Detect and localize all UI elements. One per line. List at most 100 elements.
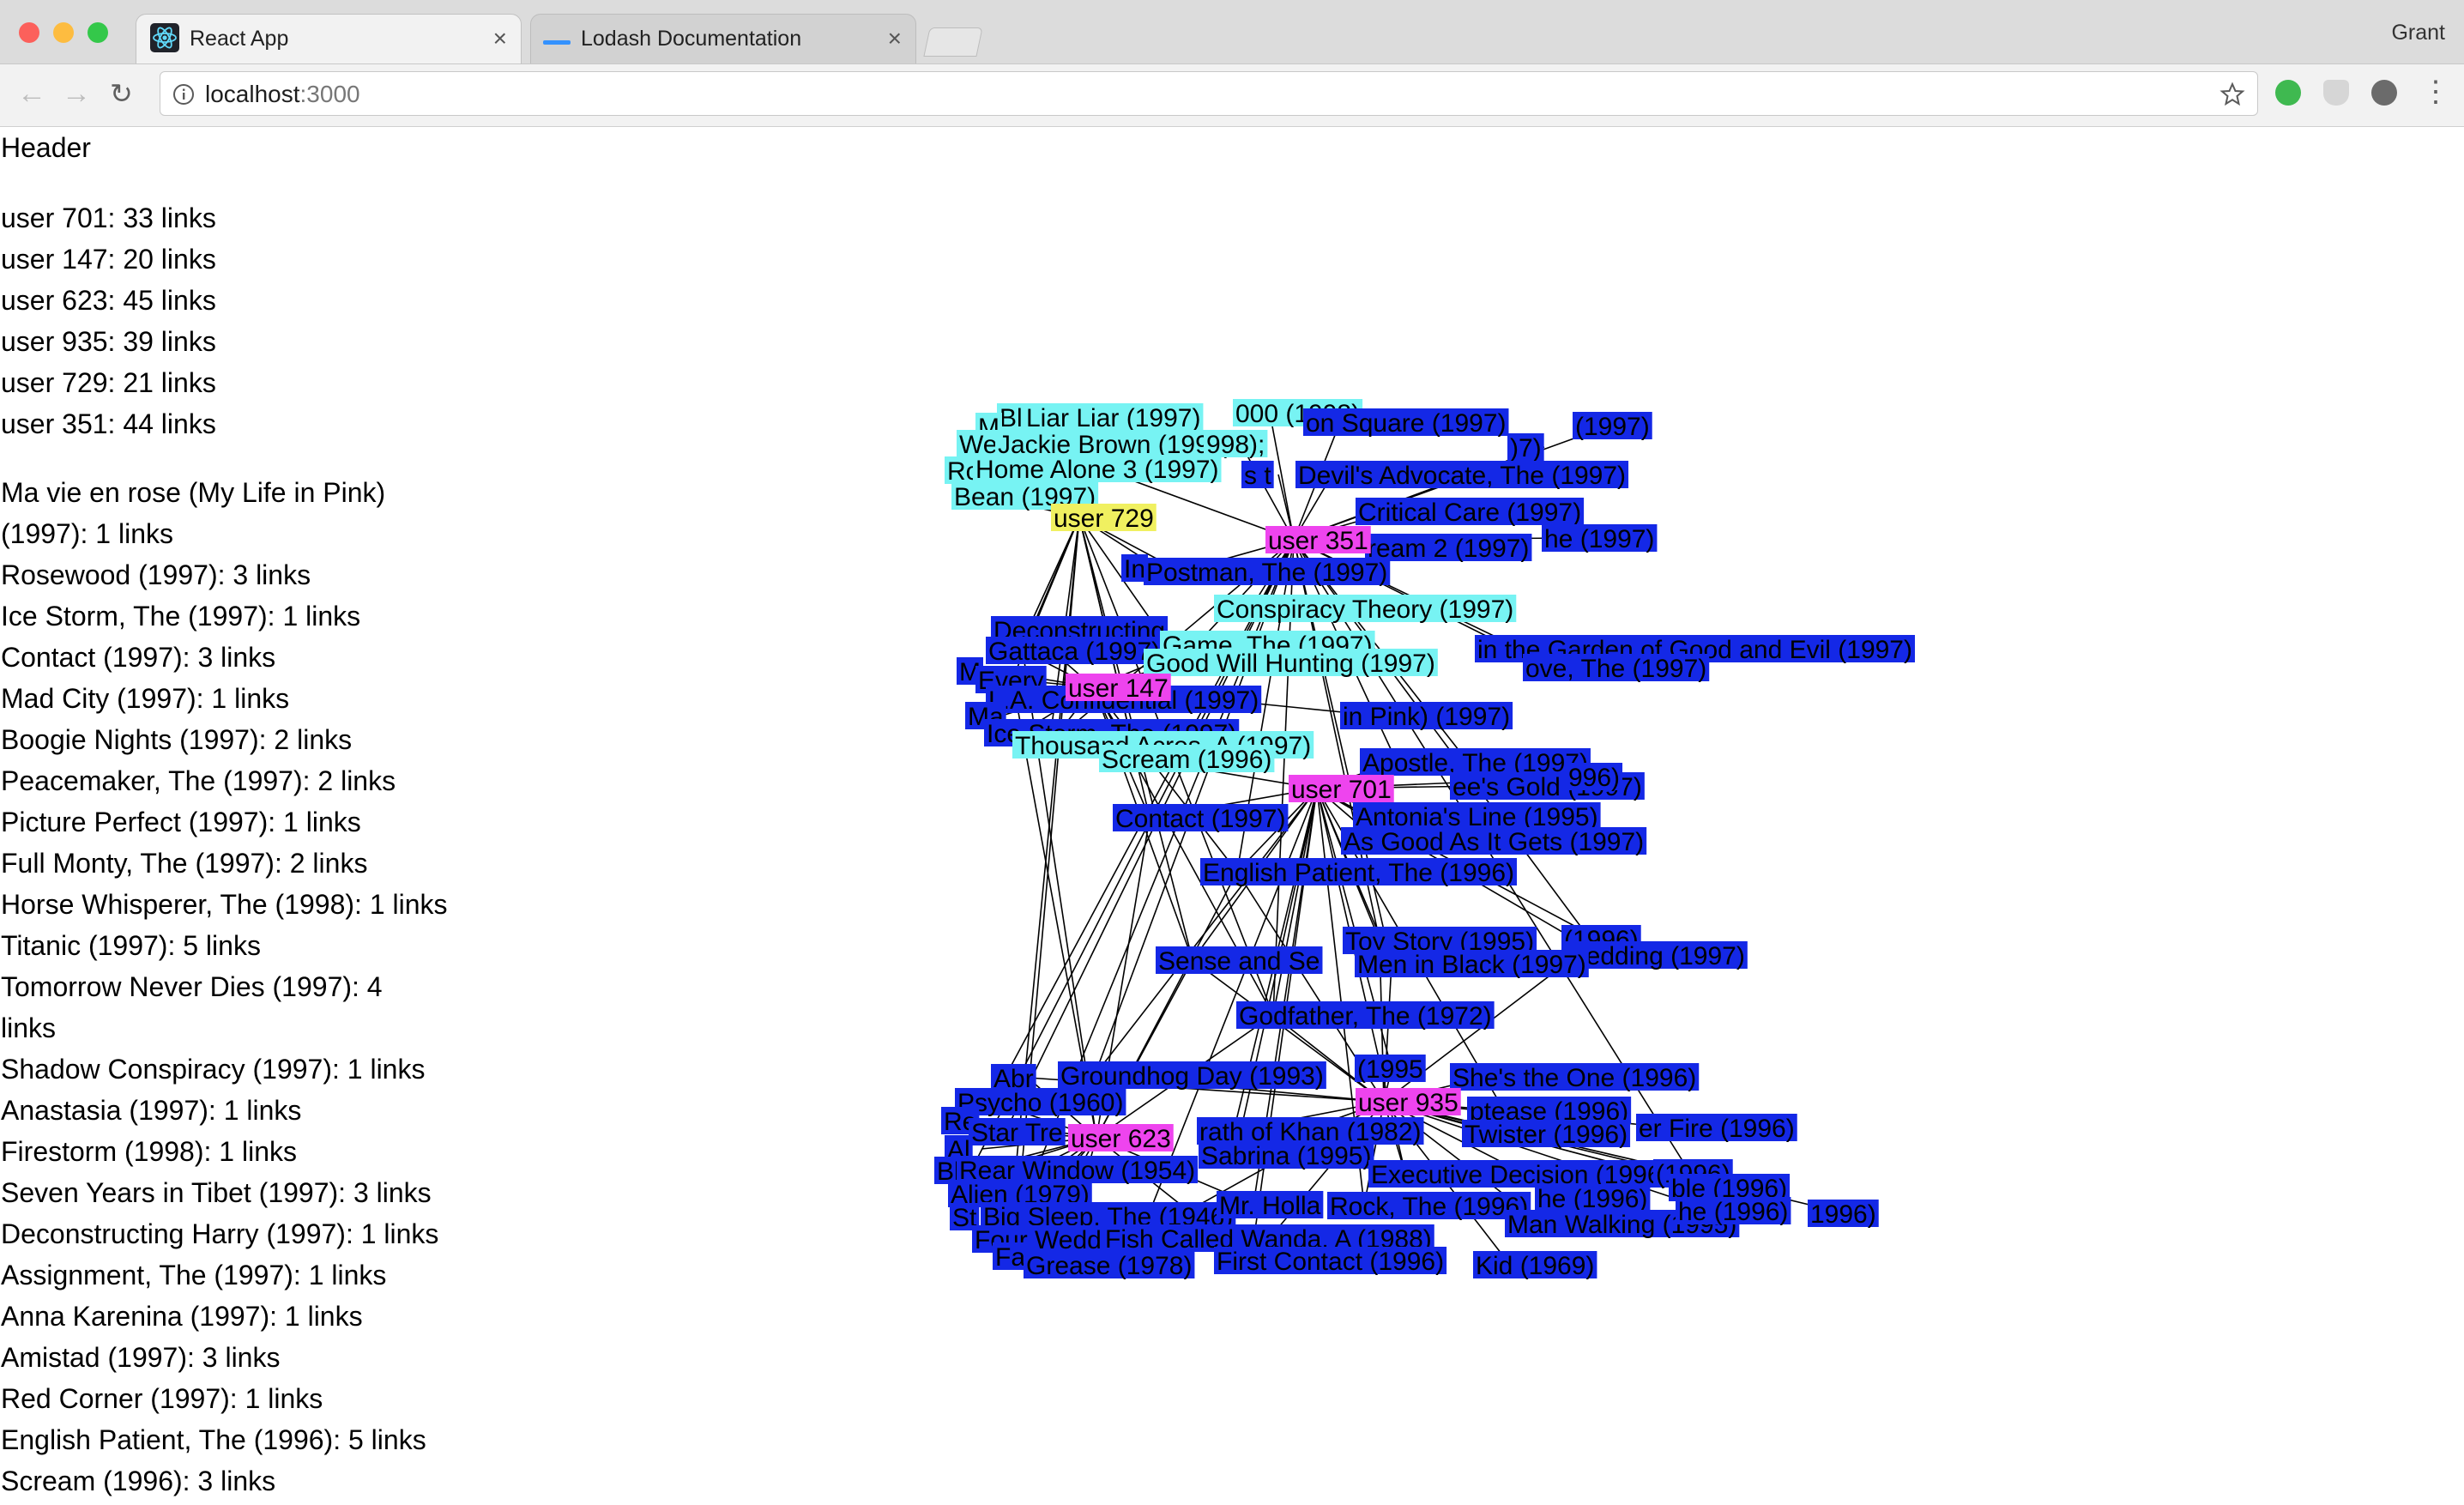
movie-link-count: Full Monty, The (1997): 2 links [1,848,368,879]
user-node-label[interactable]: user 729 [1051,504,1157,533]
movie-node-label[interactable]: Good Will Hunting (1997) [1144,649,1438,678]
movie-node-label[interactable]: Men in Black (1997) [1355,950,1589,979]
svg-text:In: In [1124,555,1145,583]
movie-node-label[interactable]: Gattaca (1997) [986,637,1163,666]
zoom-window-button[interactable] [88,22,108,43]
movie-node-label[interactable]: wedding (1997) [1565,941,1748,970]
movie-node-label[interactable]: s t [1241,461,1274,490]
movie-node-label[interactable]: 998); [1204,430,1268,459]
movie-node-label[interactable]: English Patient, The (1996) [1200,858,1518,887]
svg-text:Jackie Brown (1997): Jackie Brown (1997) [998,431,1232,459]
svg-text:s t: s t [1244,462,1271,490]
svg-text:er Fire (1996): er Fire (1996) [1639,1115,1795,1143]
movie-node-label[interactable]: First Contact (1996) [1214,1247,1447,1276]
movie-node-label[interactable]: Twister (1996) [1462,1120,1631,1149]
movie-node-label[interactable]: Apostle, The (1997) [1360,748,1591,777]
movie-node-label[interactable]: Star Tre [969,1118,1066,1147]
movie-node-label[interactable]: he (1996) [1535,1184,1651,1213]
movie-node-label[interactable]: er Fire (1996) [1636,1114,1797,1143]
svg-text:Good Will Hunting (1997): Good Will Hunting (1997) [1146,650,1435,678]
movie-node-label[interactable]: Grease (1978) [1024,1251,1195,1280]
svg-text:Psycho (1960): Psycho (1960) [957,1089,1123,1117]
movie-node-label[interactable]: Liar Liar (1997) [1024,403,1204,432]
movie-node-label[interactable]: on Square (1997) [1303,408,1509,438]
close-window-button[interactable] [19,22,39,43]
movie-node-label[interactable]: he (1996) [1676,1197,1791,1226]
tab-lodash-documentation[interactable]: Lodash Documentation × [530,14,916,63]
movie-node-label[interactable]: Scream (1996) [1099,745,1275,774]
movie-node-label[interactable]: in Pink) (1997) [1340,702,1513,731]
movie-node-label[interactable]: Executive Decision (1996) [1368,1160,1673,1189]
movie-link-count: Deconstructing Harry (1997): 1 links [1,1218,439,1249]
movie-node-label[interactable]: As Good As It Gets (1997) [1341,827,1647,856]
page-header: Header [1,132,91,163]
movie-node-label[interactable]: Fa [993,1242,1029,1272]
user-node-label[interactable]: user 701 [1289,775,1394,804]
movie-node-label[interactable]: Jackie Brown (1997) [995,430,1235,459]
extension-green-icon[interactable] [2275,80,2301,106]
svg-text:Sabrina (1995): Sabrina (1995) [1201,1142,1371,1170]
movie-node-label[interactable]: )7) [1507,433,1544,462]
minimize-window-button[interactable] [53,22,74,43]
movie-node-label[interactable]: 1996) [1808,1200,1879,1229]
movie-node-label[interactable]: (1997) [1573,412,1652,441]
reload-icon[interactable]: ↻ [110,78,133,109]
movie-node-label[interactable]: Sense and Se [1156,946,1323,976]
user-node-label[interactable]: user 147 [1066,674,1171,703]
extension-dark-icon[interactable] [2371,80,2397,106]
movie-node-label[interactable]: ove, The (1997) [1523,654,1710,683]
user-node-label[interactable]: user 351 [1265,526,1371,555]
movie-node-label[interactable]: St [950,1203,980,1232]
svg-text:user 935: user 935 [1358,1089,1458,1117]
movie-node-label[interactable]: Postman, The (1997) [1144,558,1391,587]
extension-shield-icon[interactable] [2323,80,2349,106]
svg-text:998);: 998); [1206,431,1265,459]
movie-node-label[interactable]: Antonia's Line (1995) [1353,802,1601,831]
forward-arrow-icon[interactable]: → [62,77,91,110]
menu-kebab-icon[interactable]: ⋮ [2421,76,2450,108]
movie-node-label[interactable]: Godfather, The (1972) [1236,1001,1495,1031]
movie-node-label[interactable]: Home Alone 3 (1997) [973,455,1222,484]
info-icon[interactable] [172,83,195,106]
movie-node-label[interactable]: Mr. Holla [1217,1191,1324,1220]
movie-node-label[interactable]: Conspiracy Theory (1997) [1214,595,1517,624]
graph-user-nodes: user 729 user 351 user 147 user 701 user 935… [1051,504,1461,1153]
user-link-count: user 147: 20 links [1,244,216,275]
movie-node-label[interactable]: ream 2 (1997) [1365,534,1532,563]
movie-node-label[interactable]: 996) [1566,763,1623,792]
movie-node-label[interactable]: Groundhog Day (1993) [1058,1061,1326,1091]
tab-react-app[interactable]: React App × [136,14,522,63]
graph-edge [1269,412,1295,541]
movie-node-label[interactable]: Four Wedd [972,1225,1104,1254]
movie-node-label[interactable]: he (1997) [1542,524,1658,553]
svg-text:Men in Black (1997): Men in Black (1997) [1357,951,1586,979]
movie-node-label[interactable]: Critical Care (1997) [1356,498,1585,527]
user-node-label[interactable]: user 623 [1068,1124,1174,1153]
movie-node-label[interactable]: She's the One (1996) [1450,1063,1700,1092]
svg-text:on Square (1997): on Square (1997) [1306,409,1507,438]
movie-link-count: Tomorrow Never Dies (1997): 4 [1,971,383,1002]
user-node-label[interactable]: user 935 [1356,1088,1461,1117]
back-arrow-icon[interactable]: ← [17,77,46,110]
profile-name[interactable]: Grant [2391,21,2445,45]
movie-link-count: Red Corner (1997): 1 links [1,1383,323,1414]
movie-node-label[interactable]: Rock, The (1996) [1327,1192,1531,1221]
movie-node-label[interactable]: Psycho (1960) [955,1088,1126,1117]
user-link-count: user 623: 45 links [1,285,216,316]
svg-text:Grease (1978): Grease (1978) [1026,1252,1192,1280]
movie-node-label[interactable]: In [1121,554,1149,583]
svg-text:Kid (1969): Kid (1969) [1476,1252,1594,1280]
close-tab-icon[interactable]: × [492,25,507,51]
movie-node-label[interactable]: Kid (1969) [1473,1251,1597,1280]
close-tab-icon[interactable]: × [887,25,902,51]
movie-node-label[interactable]: Devil's Advocate, The (1997) [1295,461,1629,490]
movie-node-label[interactable]: Sabrina (1995) [1199,1141,1374,1170]
address-bar[interactable]: localhost:3000 [160,71,2258,116]
movie-node-label[interactable]: We [957,430,1000,459]
movie-link-count: Boogie Nights (1997): 2 links [1,724,353,755]
bookmark-star-icon[interactable] [2219,82,2245,107]
movie-node-label[interactable]: Contact (1997) [1113,804,1289,833]
movie-node-label[interactable]: (1995 [1355,1055,1426,1084]
user-link-count: user 701: 33 links [1,202,216,233]
